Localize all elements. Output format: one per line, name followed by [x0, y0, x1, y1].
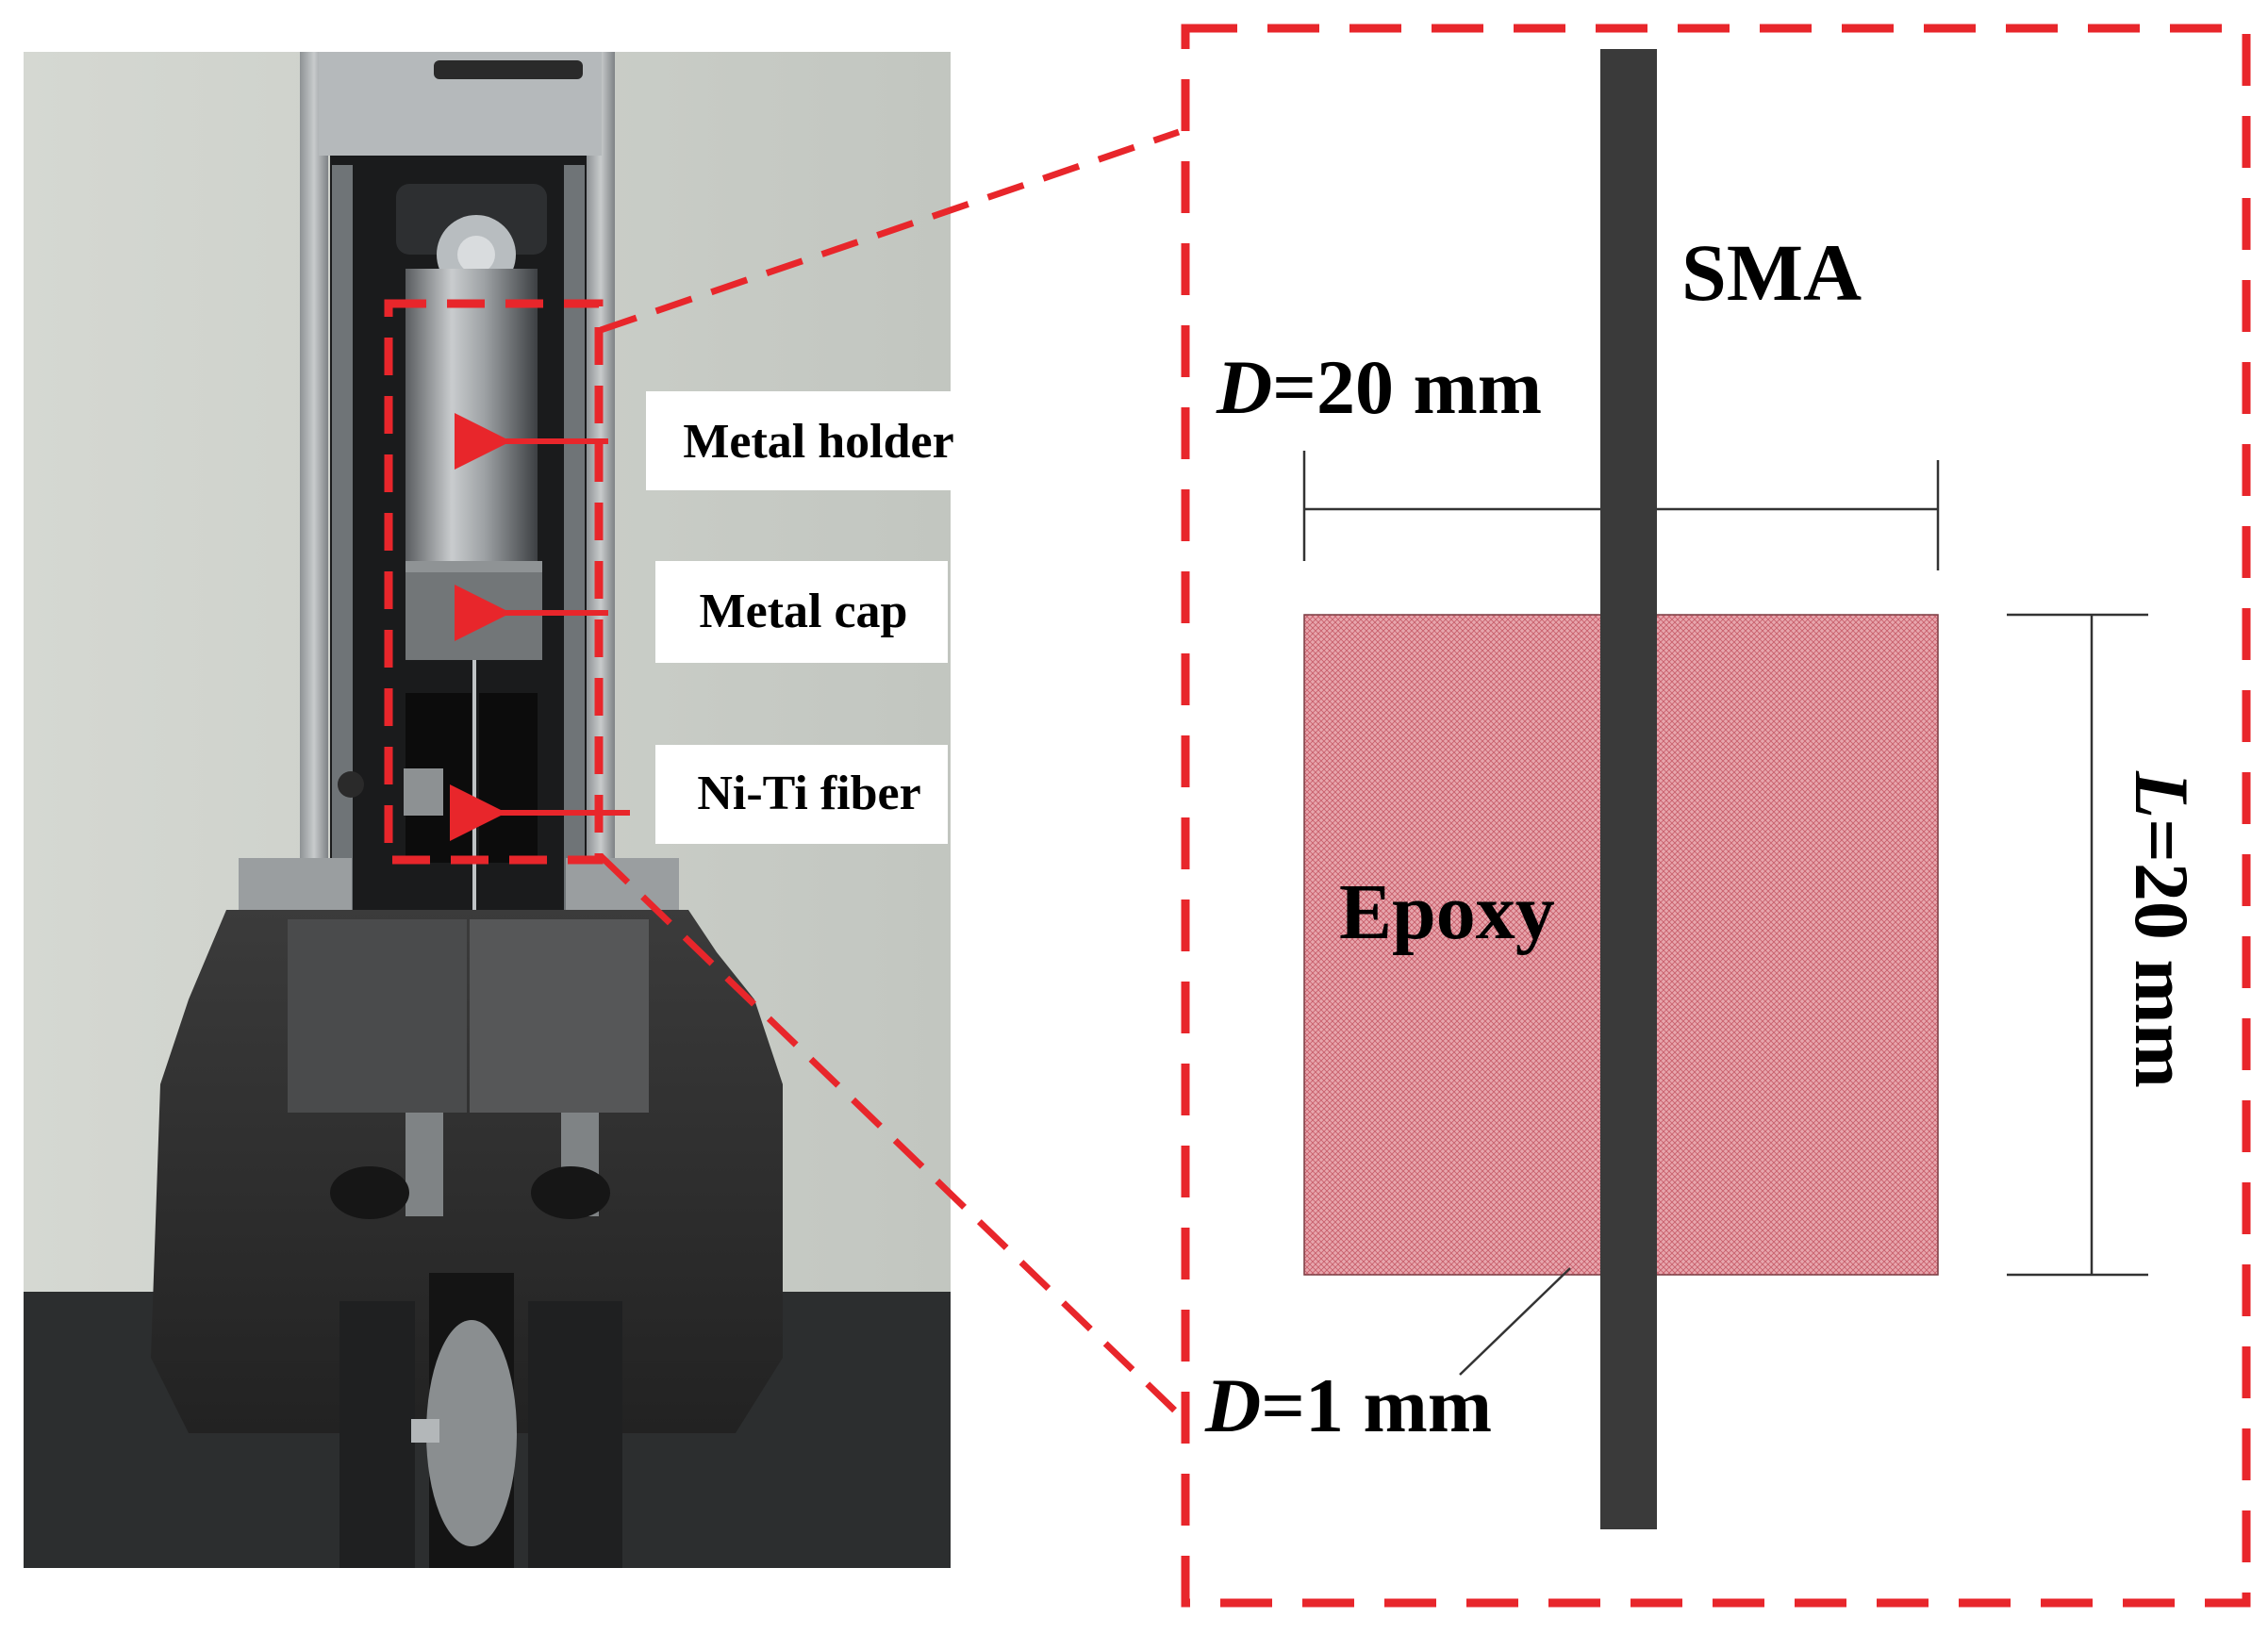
specimen-schematic: SMA Epoxy D=20 mm D=1 mm L=20 mm [1181, 24, 2251, 1608]
photo-base-block-left [339, 1301, 415, 1568]
photo-grip-screw [338, 771, 364, 798]
width-dimension-symbol: D [1216, 344, 1272, 430]
fiber-diameter-value: =1 mm [1261, 1362, 1492, 1448]
label-fiber: Ni-Ti fiber [697, 767, 920, 820]
sma-rod [1600, 49, 1657, 1529]
label-metal-cap: Metal cap [700, 585, 908, 638]
fiber-diameter-symbol: D [1204, 1362, 1261, 1448]
photo-lower-grip-right [479, 693, 538, 863]
photo-frame-left-column [300, 52, 328, 924]
photo-guide-rail-left [332, 165, 353, 910]
fiber-diameter-leader [1459, 1267, 1571, 1376]
width-dimension-label: D=20 mm [1216, 344, 1542, 430]
schematic-dashed-frame [1181, 24, 2251, 1608]
photo-metal-holder [406, 269, 538, 561]
photo-lower-rod-left [406, 1113, 443, 1216]
photo-base-wheel [426, 1320, 517, 1546]
photo-clamp-knob-center [457, 236, 495, 273]
photo-guide-rail-right [564, 165, 585, 910]
highlight-box-photo [384, 299, 604, 865]
label-box-fiber [655, 745, 948, 844]
callout-arrows [450, 413, 630, 841]
length-dimension [2007, 613, 2148, 1277]
photo-grip-insert [404, 768, 443, 816]
photo-base-block-right [528, 1301, 622, 1568]
photo-grip-jaw-left [288, 919, 467, 1113]
zoom-connector-top [599, 128, 1181, 334]
length-dimension-symbol: L [2119, 770, 2205, 818]
photo-lower-boss-right [531, 1166, 610, 1219]
photo-crosshead-slot [434, 60, 583, 79]
callout-labels: Metal holder Metal cap Ni-Ti fiber [646, 391, 990, 844]
fiber-diameter-label: D=1 mm [1204, 1362, 1492, 1448]
photo-lower-boss-left [330, 1166, 409, 1219]
epoxy-label: Epoxy [1339, 868, 1555, 956]
photo-metal-cap-shade [406, 561, 542, 572]
label-metal-holder: Metal holder [683, 415, 953, 469]
label-box-metal-holder [646, 391, 990, 490]
zoom-connector-bottom [598, 853, 1182, 1417]
photo-frame-right-column [587, 52, 615, 924]
label-box-metal-cap [655, 561, 948, 663]
photo-back-panel-right [566, 858, 679, 915]
photo-grip-jaw-right [470, 919, 649, 1113]
photo-back-panel-left [239, 858, 352, 915]
width-dimension-value: =20 mm [1272, 344, 1542, 430]
sma-label: SMA [1681, 227, 1862, 318]
length-dimension-label: L=20 mm [2119, 770, 2205, 1088]
photo-base-bolt [411, 1419, 439, 1443]
length-dimension-value: =20 mm [2119, 818, 2205, 1088]
